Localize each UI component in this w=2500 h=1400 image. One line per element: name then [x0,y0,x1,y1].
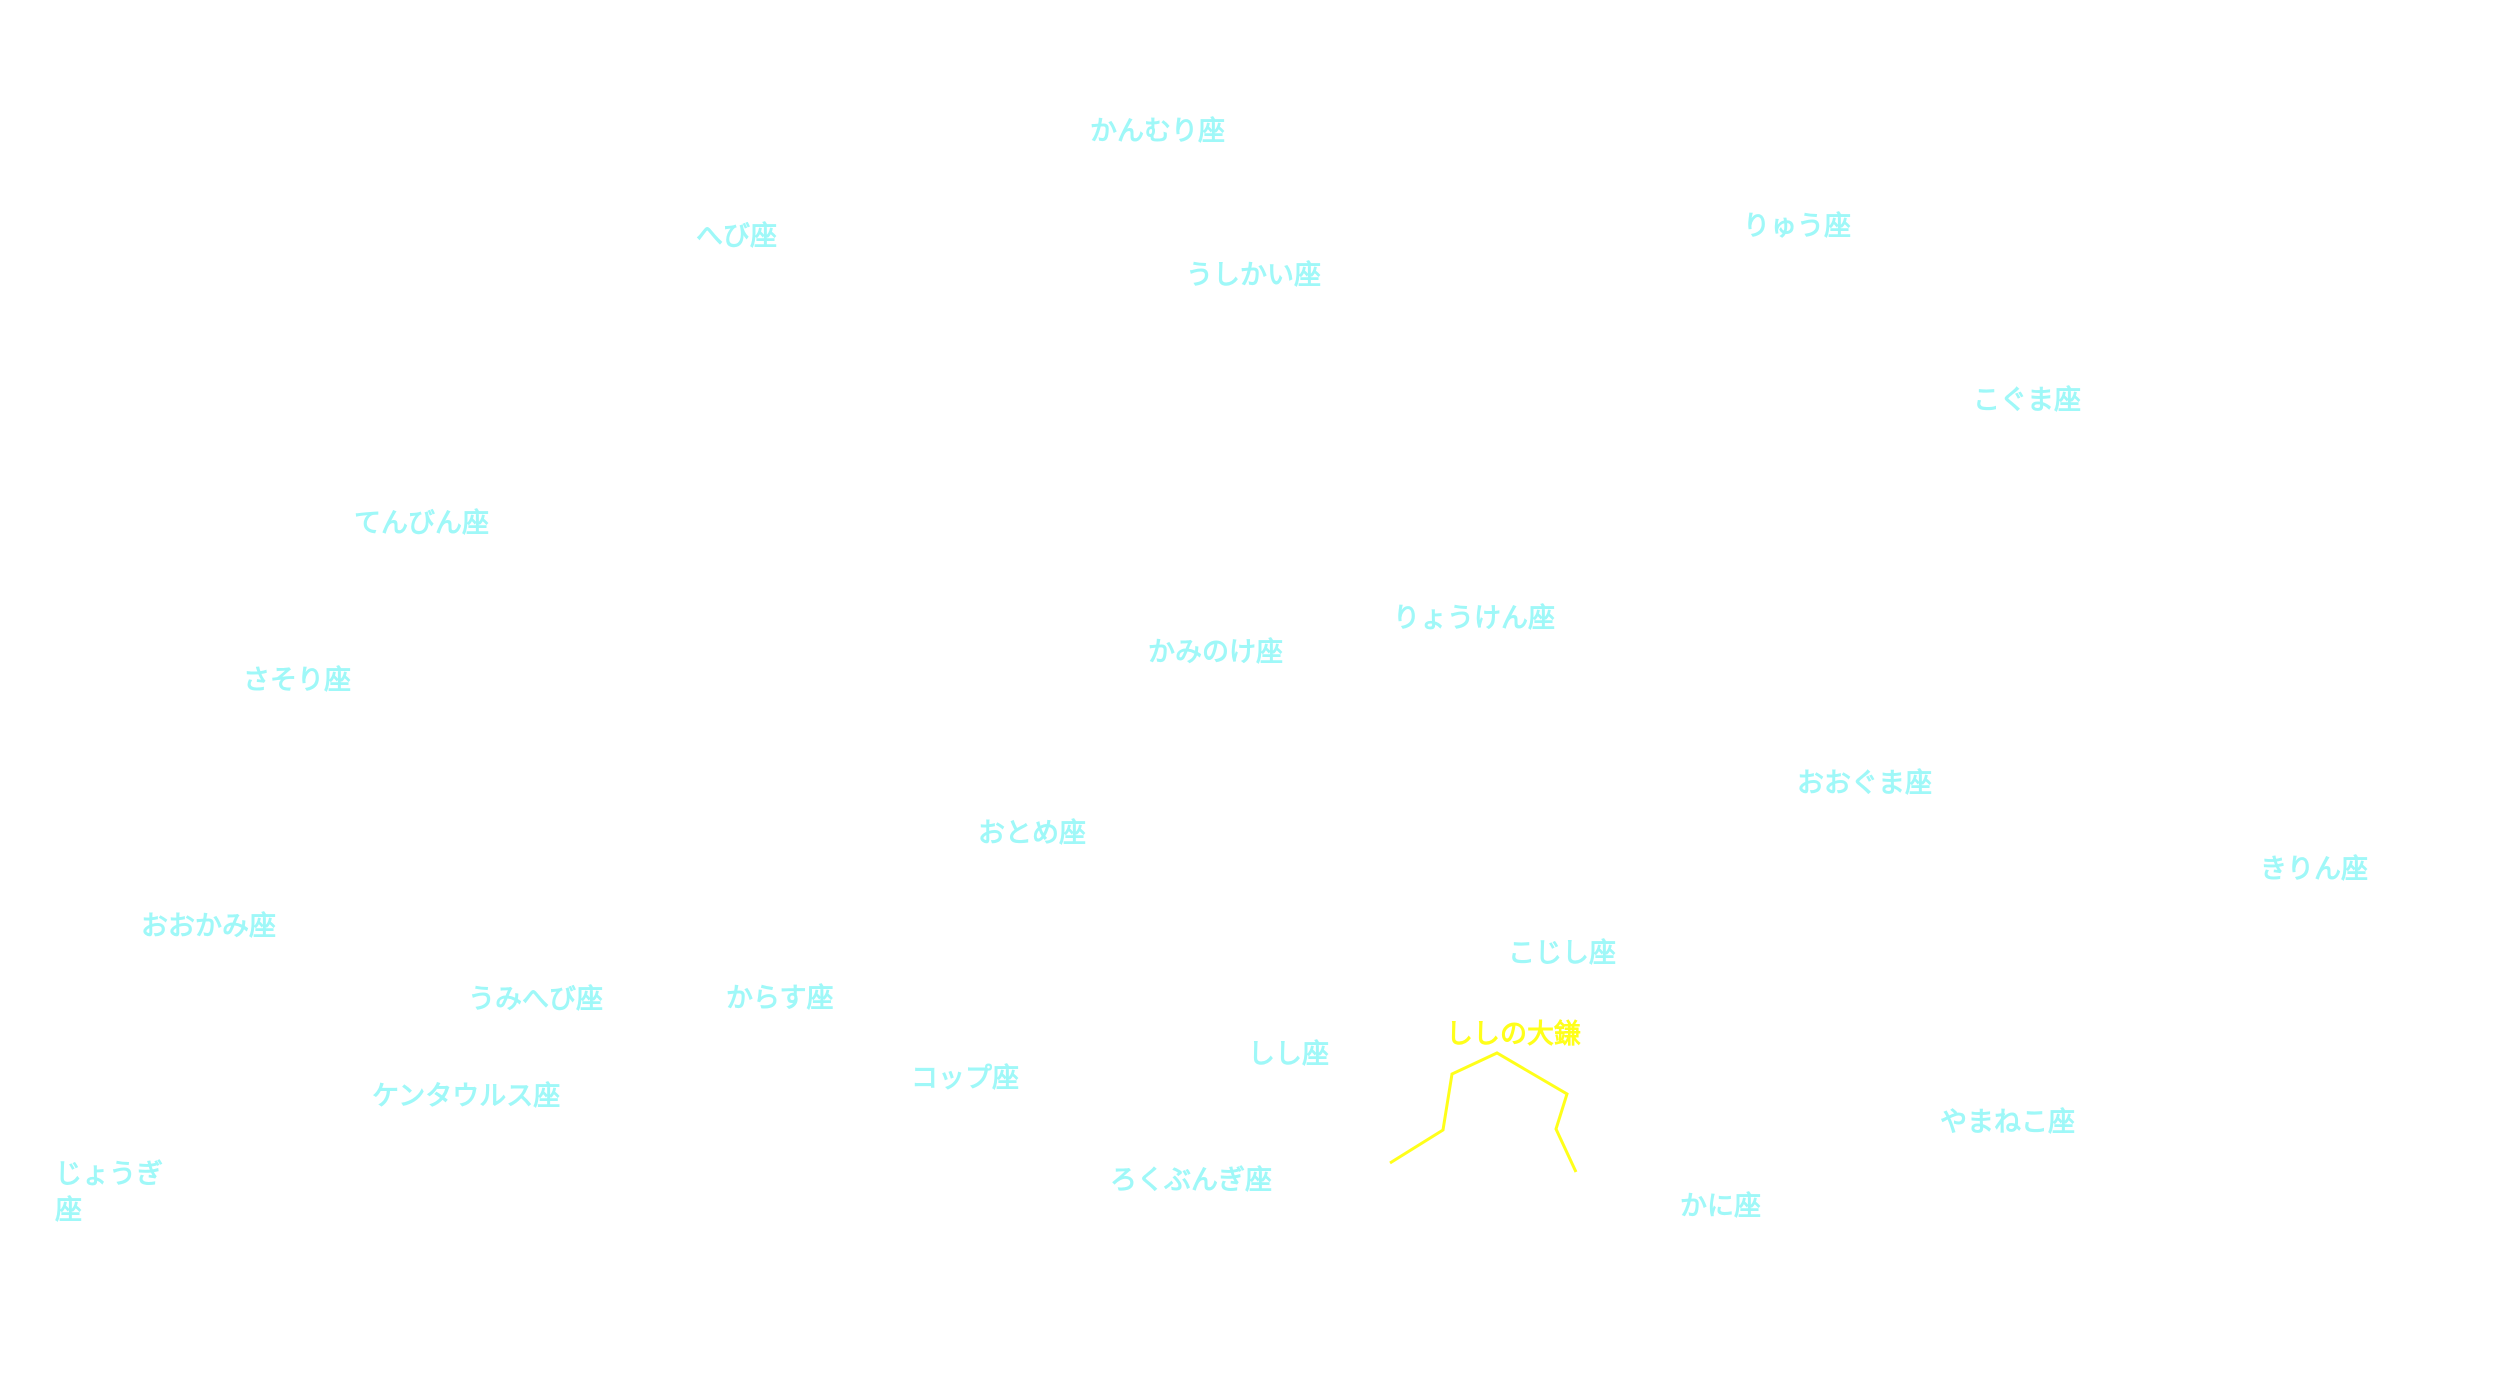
sickle-asterism-line [1389,1051,1578,1173]
label-coppu: コップ座 [911,1063,1019,1094]
label-tenbin: てんびん座 [354,508,489,539]
label-koguma: こぐま座 [1973,385,2081,416]
label-shishi: しし座 [1248,1039,1329,1070]
label-ushikai: うしかい座 [1186,260,1321,291]
label-kanmuri: かんむり座 [1090,116,1225,147]
label-sickle-of-leo: ししの大鎌 [1446,1019,1581,1050]
label-kentaurusu: ケンタウルス座 [372,1081,561,1112]
label-kani: かに座 [1680,1191,1761,1222]
label-kirin: きりん座 [2260,854,2368,885]
label-rokubungi: ろくぶんぎ座 [1110,1165,1272,1196]
label-umihebi: うみへび座 [468,984,603,1015]
label-ryouken: りょうけん座 [1393,603,1555,634]
label-yamaneko: やまねこ座 [1940,1107,2075,1138]
label-ryuu: りゅう座 [1743,211,1851,242]
label-jougi: じょうぎ座 [55,1159,163,1226]
label-kojishi: こじし座 [1508,938,1616,969]
label-sasori: さそり座 [243,665,351,696]
label-karasu: からす座 [726,983,834,1014]
label-otome: おとめ座 [978,818,1086,849]
label-hebi: へび座 [696,221,777,252]
label-kaminoke: かみのけ座 [1148,637,1283,668]
label-ooguma: おおぐま座 [1797,768,1932,799]
label-ookami: おおかみ座 [141,911,276,942]
